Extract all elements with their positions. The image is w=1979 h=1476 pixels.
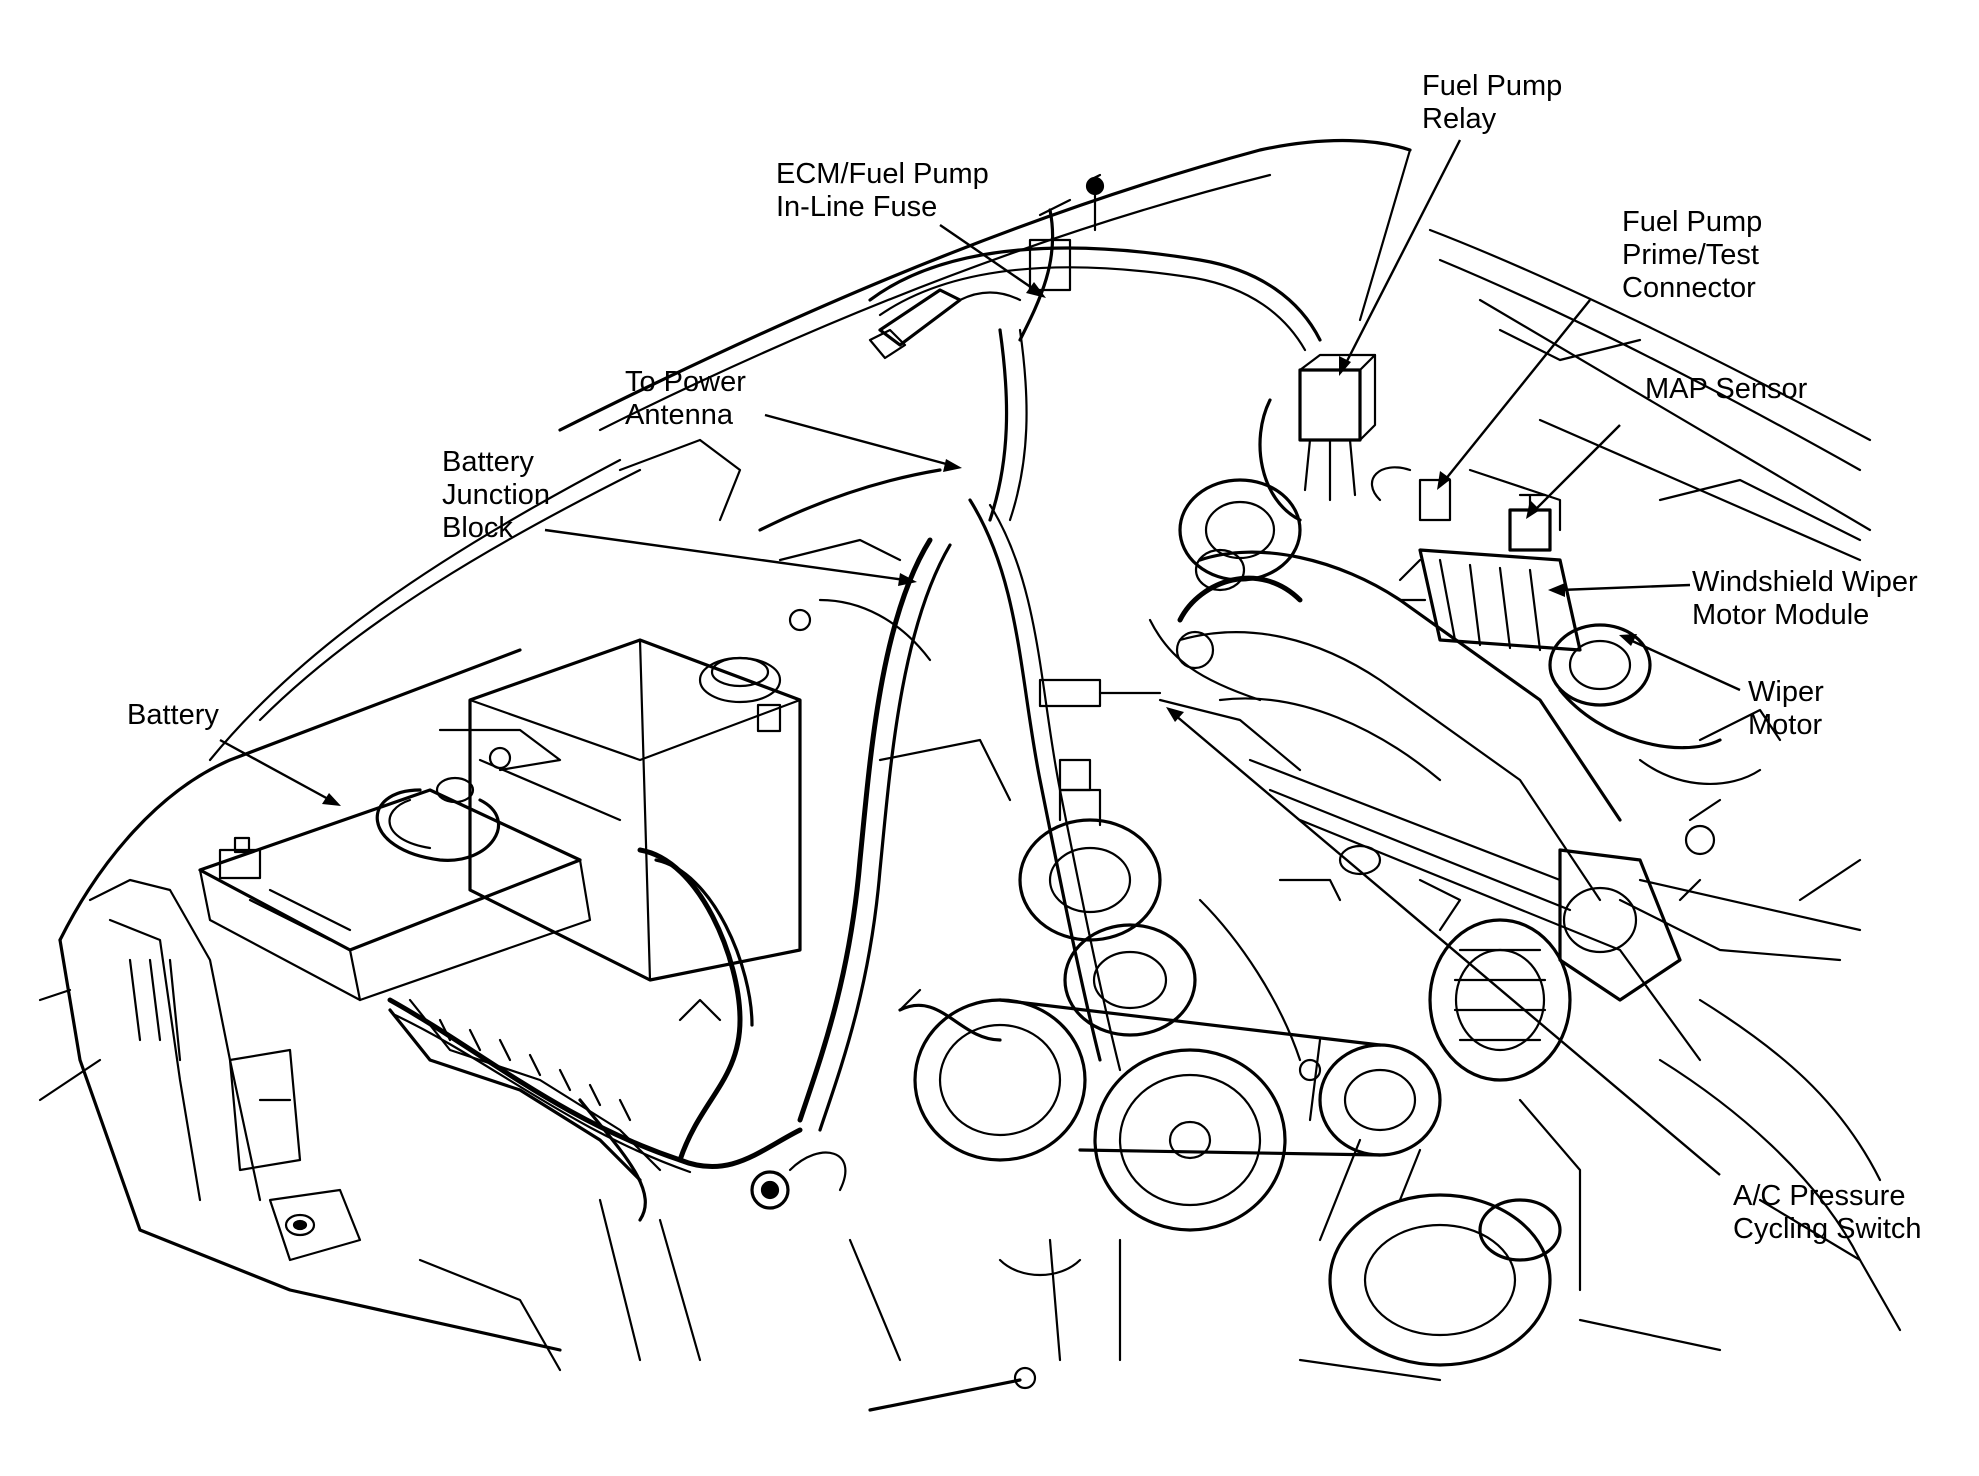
label-fuel-pump-relay: Fuel Pump Relay: [1422, 70, 1563, 135]
label-windshield-wiper-motor-module: Windshield Wiper Motor Module: [1692, 566, 1918, 631]
label-ecm-fuel-pump-in-line-fuse: ECM/Fuel Pump In-Line Fuse: [776, 158, 989, 223]
label-battery: Battery: [127, 699, 219, 731]
label-ac-pressure-cycling-switch: A/C Pressure Cycling Switch: [1733, 1180, 1922, 1245]
label-wiper-motor: Wiper Motor: [1748, 676, 1824, 741]
label-to-power-antenna: To Power Antenna: [625, 366, 746, 431]
label-battery-junction-block: Battery Junction Block: [442, 446, 551, 544]
label-map-sensor: MAP Sensor: [1645, 373, 1808, 405]
label-fuel-pump-prime-test-connector: Fuel Pump Prime/Test Connector: [1622, 206, 1763, 304]
